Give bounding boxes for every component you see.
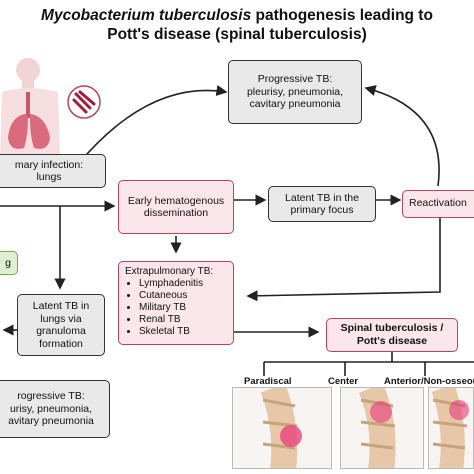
extrapulmonary-item: Renal TB [139,314,227,326]
lesion-marker [449,400,469,420]
latent-lungs-line3: granuloma [36,325,86,337]
extrapulmonary-list: Lymphadenitis Cutaneous Military TB Rena… [125,278,227,338]
lesion-marker [280,425,302,447]
primary-to-progressive-arrow [79,84,228,163]
latent-lungs-line4: formation [39,337,83,350]
reactivation-box: Reactivation [402,190,474,218]
progressive-tb-top-box: Progressive TB: pleurisy, pneumonia, cav… [228,60,362,124]
green-partial-box: g [0,251,18,275]
primary-infection-box: mary infection: lungs [0,154,106,188]
progressive-bottom-line1: rogressive TB: [17,390,85,403]
early-heme-line2: dissemination [143,207,209,219]
green-partial-label: g [5,256,11,269]
progressive-tb-bottom-box: rogressive TB: urisy, pneumonia, avitary… [0,380,110,438]
reactivation-label: Reactivation [409,197,467,209]
site-label-anterior: Anterior/Non-osseous [384,376,474,387]
spine-illustration [431,388,469,468]
extrapulmonary-item: Skeletal TB [139,326,227,338]
spinal-tb-box: Spinal tuberculosis / Pott's disease [326,318,458,352]
lesion-marker [370,401,392,423]
latent-lungs-line1: Latent TB in [32,300,90,312]
early-hematogenous-box: Early hematogenous dissemination [118,180,234,234]
extrapulmonary-item: Lymphadenitis [139,278,227,290]
title-line2: Pott's disease (spinal tuberculosis) [107,26,367,43]
latent-lungs-box: Latent TB in lungs via granuloma formati… [17,294,105,356]
primary-infection-line1: mary infection: [14,158,84,171]
spine-illustration [260,388,302,468]
extrapulmonary-item: Cutaneous [139,290,227,302]
site-label-paradiscal: Paradiscal [244,376,292,387]
progressive-top-line2: pleurisy, pneumonia, [246,85,344,98]
early-heme-line1: Early hematogenous [127,194,225,207]
title-rest: pathogenesis leading to [251,7,433,24]
progressive-bottom-line2: urisy, pneumonia, [9,402,93,415]
site-label-center: Center [328,376,359,387]
progressive-top-line1: Progressive TB: [257,73,333,86]
title-italic: Mycobacterium tuberculosis [41,7,252,24]
latent-focus-line2: primary focus [290,204,354,216]
diagram-title: Mycobacterium tuberculosis pathogenesis … [0,6,474,44]
spinal-line1: Spinal tuberculosis / [340,322,444,334]
spine-panel-center [340,387,424,469]
react-to-progressive-arrow [364,85,440,187]
extrapulmonary-item: Military TB [139,302,227,314]
primary-infection-line2: lungs [36,171,62,183]
spine-illustration [358,388,396,468]
react-to-extra-arrow [246,216,441,302]
extrapulmonary-box: Extrapulmonary TB: Lymphadenitis Cutaneo… [118,261,234,345]
latent-primary-focus-box: Latent TB in the primary focus [268,186,376,222]
extrapulmonary-heading: Extrapulmonary TB: [125,266,214,277]
spine-panel-paradiscal [232,387,332,469]
latent-lungs-line2: lungs via [40,312,82,325]
latent-focus-line1: Latent TB in the [285,191,359,204]
progressive-bottom-line3: avitary pneumonia [8,415,94,428]
spine-panel-anterior [428,387,474,469]
progressive-top-line3: cavitary pneumonia [249,98,341,111]
spinal-line2: Pott's disease [356,335,428,347]
lungs-illustration [0,58,101,156]
